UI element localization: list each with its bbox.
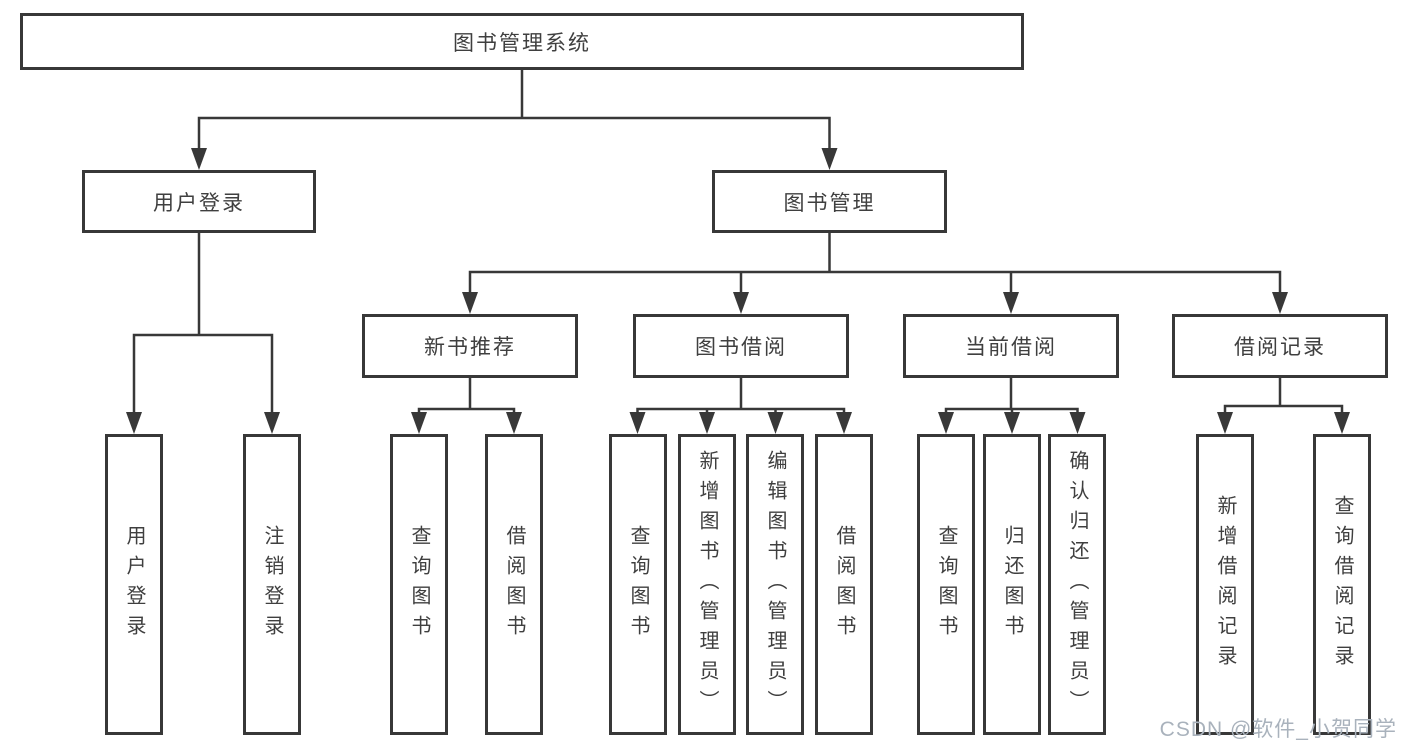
leaf-logout-label: 注销登录 bbox=[261, 524, 283, 645]
arrowheads bbox=[126, 148, 1350, 434]
node-current-borrowing-label: 当前借阅 bbox=[965, 336, 1057, 359]
leaf-query-borrow-record-label: 查询借阅记录 bbox=[1331, 494, 1353, 675]
node-new-book-recommend-label: 新书推荐 bbox=[424, 336, 516, 359]
node-user-login: 用户登录 bbox=[82, 170, 316, 233]
leaf-query-borrow-record: 查询借阅记录 bbox=[1313, 434, 1371, 735]
csdn-watermark: CSDN @软件_小贺同学 bbox=[1159, 718, 1397, 741]
leaf-confirm-return-admin-label: 确认归还（管理员） bbox=[1066, 449, 1088, 720]
node-user-login-label: 用户登录 bbox=[153, 191, 245, 215]
leaf-query-books-current: 查询图书 bbox=[917, 434, 975, 735]
leaf-add-books-admin-label: 新增图书（管理员） bbox=[696, 449, 718, 720]
leaf-borrow-books-recommend-label: 借阅图书 bbox=[503, 524, 525, 645]
leaf-query-books-borrowing-label: 查询图书 bbox=[627, 524, 649, 645]
leaf-borrow-books-borrowing-label: 借阅图书 bbox=[833, 524, 855, 645]
leaf-edit-books-admin-label: 编辑图书（管理员） bbox=[764, 449, 786, 720]
leaf-user-login: 用户登录 bbox=[105, 434, 163, 735]
node-book-management: 图书管理 bbox=[712, 170, 947, 233]
leaf-borrow-books-recommend: 借阅图书 bbox=[485, 434, 543, 735]
leaf-return-books-label: 归还图书 bbox=[1001, 524, 1023, 645]
node-book-borrowing-label: 图书借阅 bbox=[695, 336, 787, 359]
leaf-query-books-recommend: 查询图书 bbox=[390, 434, 448, 735]
node-root-label: 图书管理系统 bbox=[453, 31, 591, 55]
node-borrow-records-label: 借阅记录 bbox=[1234, 336, 1326, 359]
leaf-add-borrow-record: 新增借阅记录 bbox=[1196, 434, 1254, 735]
leaf-add-books-admin: 新增图书（管理员） bbox=[678, 434, 736, 735]
leaf-query-books-borrowing: 查询图书 bbox=[609, 434, 667, 735]
leaf-return-books: 归还图书 bbox=[983, 434, 1041, 735]
leaf-borrow-books-borrowing: 借阅图书 bbox=[815, 434, 873, 735]
node-book-borrowing: 图书借阅 bbox=[633, 314, 849, 378]
leaf-user-login-label: 用户登录 bbox=[123, 524, 145, 645]
leaf-add-borrow-record-label: 新增借阅记录 bbox=[1214, 494, 1236, 675]
leaf-edit-books-admin: 编辑图书（管理员） bbox=[746, 434, 804, 735]
node-root: 图书管理系统 bbox=[20, 13, 1024, 70]
leaf-confirm-return-admin: 确认归还（管理员） bbox=[1048, 434, 1106, 735]
leaf-logout: 注销登录 bbox=[243, 434, 301, 735]
node-new-book-recommend: 新书推荐 bbox=[362, 314, 578, 378]
leaf-query-books-current-label: 查询图书 bbox=[935, 524, 957, 645]
node-current-borrowing: 当前借阅 bbox=[903, 314, 1119, 378]
node-borrow-records: 借阅记录 bbox=[1172, 314, 1388, 378]
node-book-management-label: 图书管理 bbox=[783, 191, 876, 215]
leaf-query-books-recommend-label: 查询图书 bbox=[408, 524, 430, 645]
